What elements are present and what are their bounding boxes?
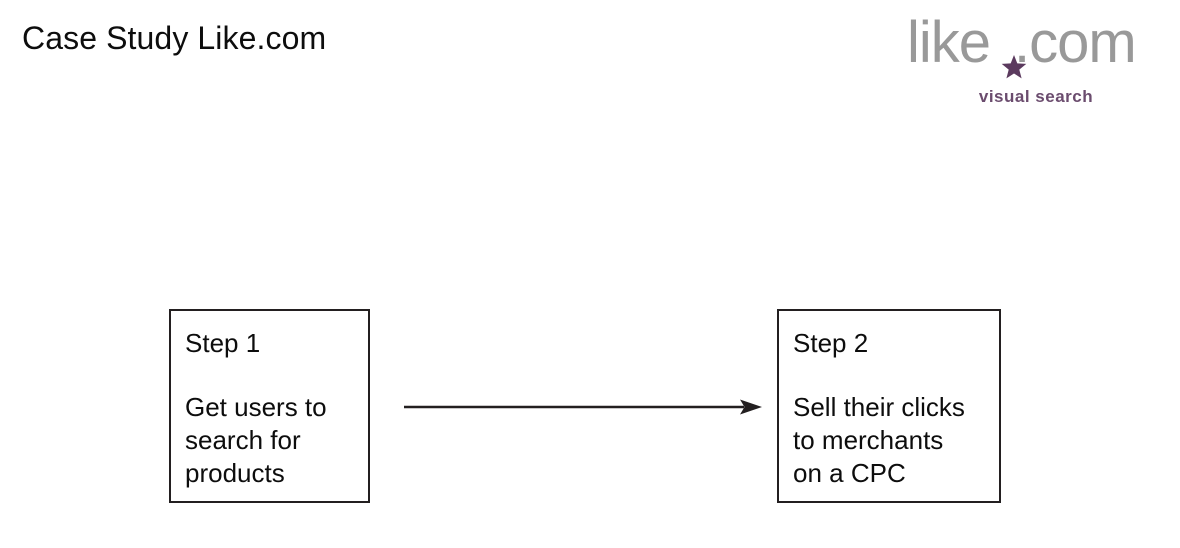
logo-word-like: like (907, 10, 991, 75)
step-1-body-line: Get users to (185, 392, 327, 422)
step-1-body-line: products (185, 458, 285, 488)
like-com-logo: like .com visual search (905, 12, 1145, 108)
step-2-heading: Step 2 (793, 328, 869, 358)
logo-word-com: .com (1014, 10, 1137, 75)
step-1-heading: Step 1 (185, 328, 261, 358)
step-1-body: Get users to search for products (185, 391, 362, 490)
step-2-body-line: to merchants (793, 425, 944, 455)
step-2-body: Sell their clicks to merchants on a CPC (793, 391, 993, 490)
step-box-2: Step 2 Sell their clicks to merchants on… (777, 309, 1001, 503)
step-1-body-line: search for (185, 425, 301, 455)
star-icon (1001, 54, 1027, 80)
step-2-body-line: Sell their clicks (793, 392, 965, 422)
step-2-body-line: on a CPC (793, 458, 906, 488)
flow-arrow-right (402, 394, 766, 420)
logo-wordmark: like .com (905, 12, 1145, 78)
step-box-1: Step 1 Get users to search for products (169, 309, 370, 503)
logo-tagline: visual search (978, 87, 1094, 106)
page-title: Case Study Like.com (22, 20, 327, 56)
